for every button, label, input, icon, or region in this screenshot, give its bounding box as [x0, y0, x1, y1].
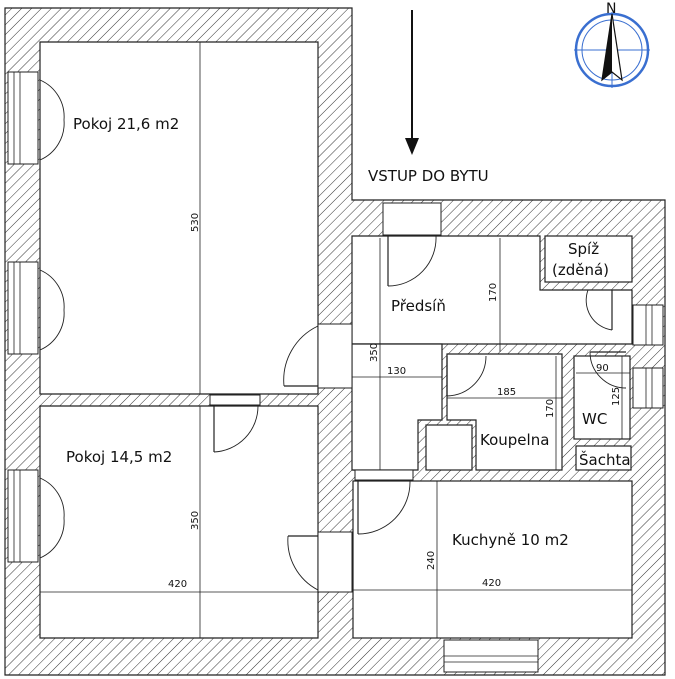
compass-icon: [574, 12, 650, 88]
windows: [7, 71, 664, 673]
window-left-1: [7, 71, 39, 165]
bathroom-label: Koupelna: [480, 431, 549, 449]
shaft-label: Šachta: [579, 450, 631, 469]
door-room1-frame: [317, 323, 353, 389]
door-room2-frame: [317, 531, 353, 593]
window-left-3: [7, 469, 39, 563]
room1-label: Pokoj 21,6 m2: [73, 115, 179, 133]
dim-kitchen-height: 240: [426, 551, 437, 570]
dim-bath-width: 185: [497, 387, 516, 398]
hall-floor-lower: [351, 343, 443, 471]
bath-box: [425, 424, 473, 471]
kitchen-label: Kuchyně 10 m2: [452, 531, 569, 549]
dim-wc-width: 90: [596, 363, 609, 374]
shaft-floor: [575, 445, 632, 471]
pantry-label-2: (zděná): [552, 261, 609, 279]
pantry-floor: [544, 235, 633, 283]
compass-north-label: N: [606, 1, 616, 17]
room-interiors: [351, 235, 633, 639]
window-left-2: [7, 261, 39, 355]
dim-wc-height: 125: [611, 387, 622, 406]
dim-room2-width: 420: [168, 579, 187, 590]
hall-label: Předsíň: [391, 297, 446, 315]
dim-hall-width: 130: [387, 366, 406, 377]
dimension-lines: [40, 42, 632, 638]
window-right-2: [632, 367, 664, 409]
entrance-arrow: [405, 10, 419, 155]
dim-kitchen-width: 420: [482, 578, 501, 589]
dim-bath-height: 170: [545, 399, 556, 418]
doors: [39, 79, 627, 593]
dim-hall-upper: 170: [488, 283, 499, 302]
wc-label: WC: [582, 410, 607, 428]
kitchen-floor: [352, 480, 633, 639]
door-room1-room2-frame: [209, 394, 261, 406]
room2-label: Pokoj 14,5 m2: [66, 448, 172, 466]
wc-floor: [573, 355, 631, 440]
entrance-label: VSTUP DO BYTU: [368, 167, 489, 185]
dim-room2-height: 350: [190, 511, 201, 530]
pantry-label-1: Spíž: [568, 240, 599, 258]
dim-hall-height: 350: [369, 343, 380, 362]
window-right-1: [632, 304, 664, 346]
door-kitchen-frame: [354, 469, 414, 481]
dim-room1-height: 530: [190, 213, 201, 232]
entrance-door-frame: [382, 202, 442, 236]
